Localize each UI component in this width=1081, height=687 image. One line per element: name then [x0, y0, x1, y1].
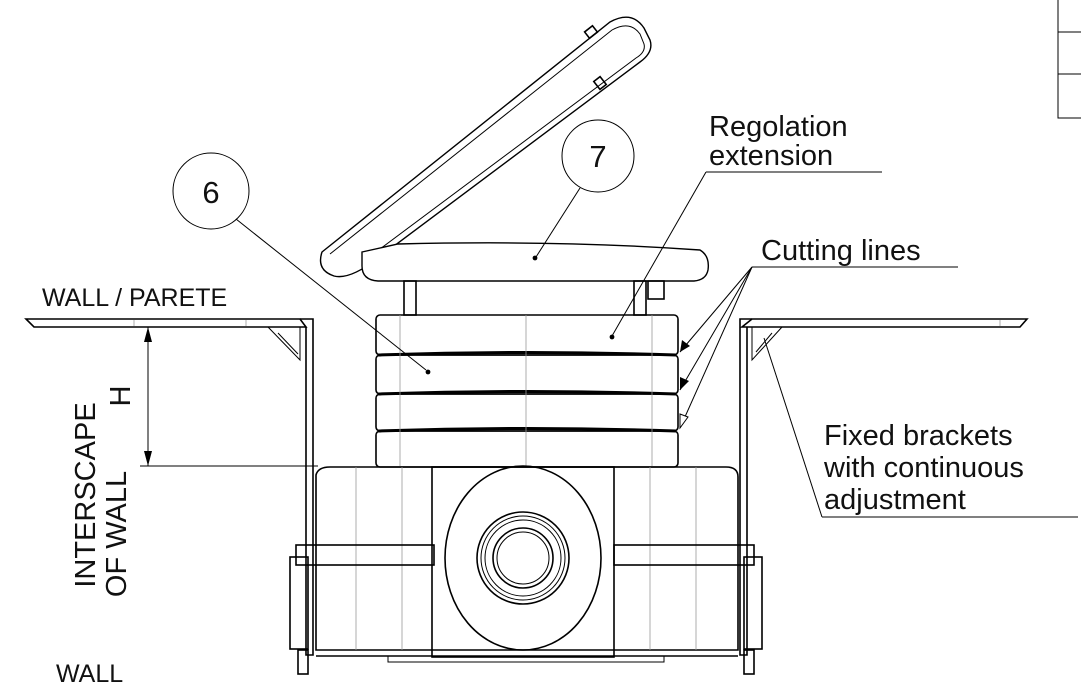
wall-bottom-label: WALL — [56, 660, 123, 687]
wall-flange-left — [24, 318, 308, 328]
dimension-h: H — [105, 327, 318, 467]
interscape-label-line2: OF WALL — [101, 471, 133, 597]
bracket-right — [739, 318, 783, 656]
fixed-brackets-note: Fixed brackets with continuous adjustmen… — [763, 337, 1078, 518]
regolation-label-line1: Regolation — [709, 111, 848, 143]
callout-6: 6 — [172, 152, 427, 371]
wall-flange-right — [739, 318, 1029, 328]
dimension-h-label: H — [105, 386, 137, 407]
cutting-lines-label: Cutting lines — [761, 235, 921, 267]
fixed-brackets-line1: Fixed brackets — [824, 420, 1013, 452]
regolation-label-line2: extension — [709, 140, 833, 172]
wall-parete-label: WALL / PARETE — [42, 284, 227, 312]
main-body — [289, 465, 763, 675]
cutting-lines-note: Cutting lines — [679, 235, 958, 430]
interscape-label-line1: INTERSCAPE — [70, 402, 102, 587]
title-block-fragment — [1057, 0, 1081, 119]
extension-rings — [375, 314, 679, 468]
callout-6-label: 6 — [202, 175, 219, 210]
interscape-note: INTERSCAPE OF WALL — [70, 402, 133, 597]
fixed-brackets-line2: with continuous — [823, 452, 1024, 484]
open-lid — [319, 16, 652, 278]
callout-7: 7 — [535, 119, 635, 258]
posts — [403, 280, 665, 316]
callout-7-label: 7 — [589, 139, 606, 174]
top-cap — [361, 242, 710, 282]
fixed-brackets-line3: adjustment — [824, 484, 966, 516]
regolation-extension-note: Regolation extension — [611, 111, 882, 337]
